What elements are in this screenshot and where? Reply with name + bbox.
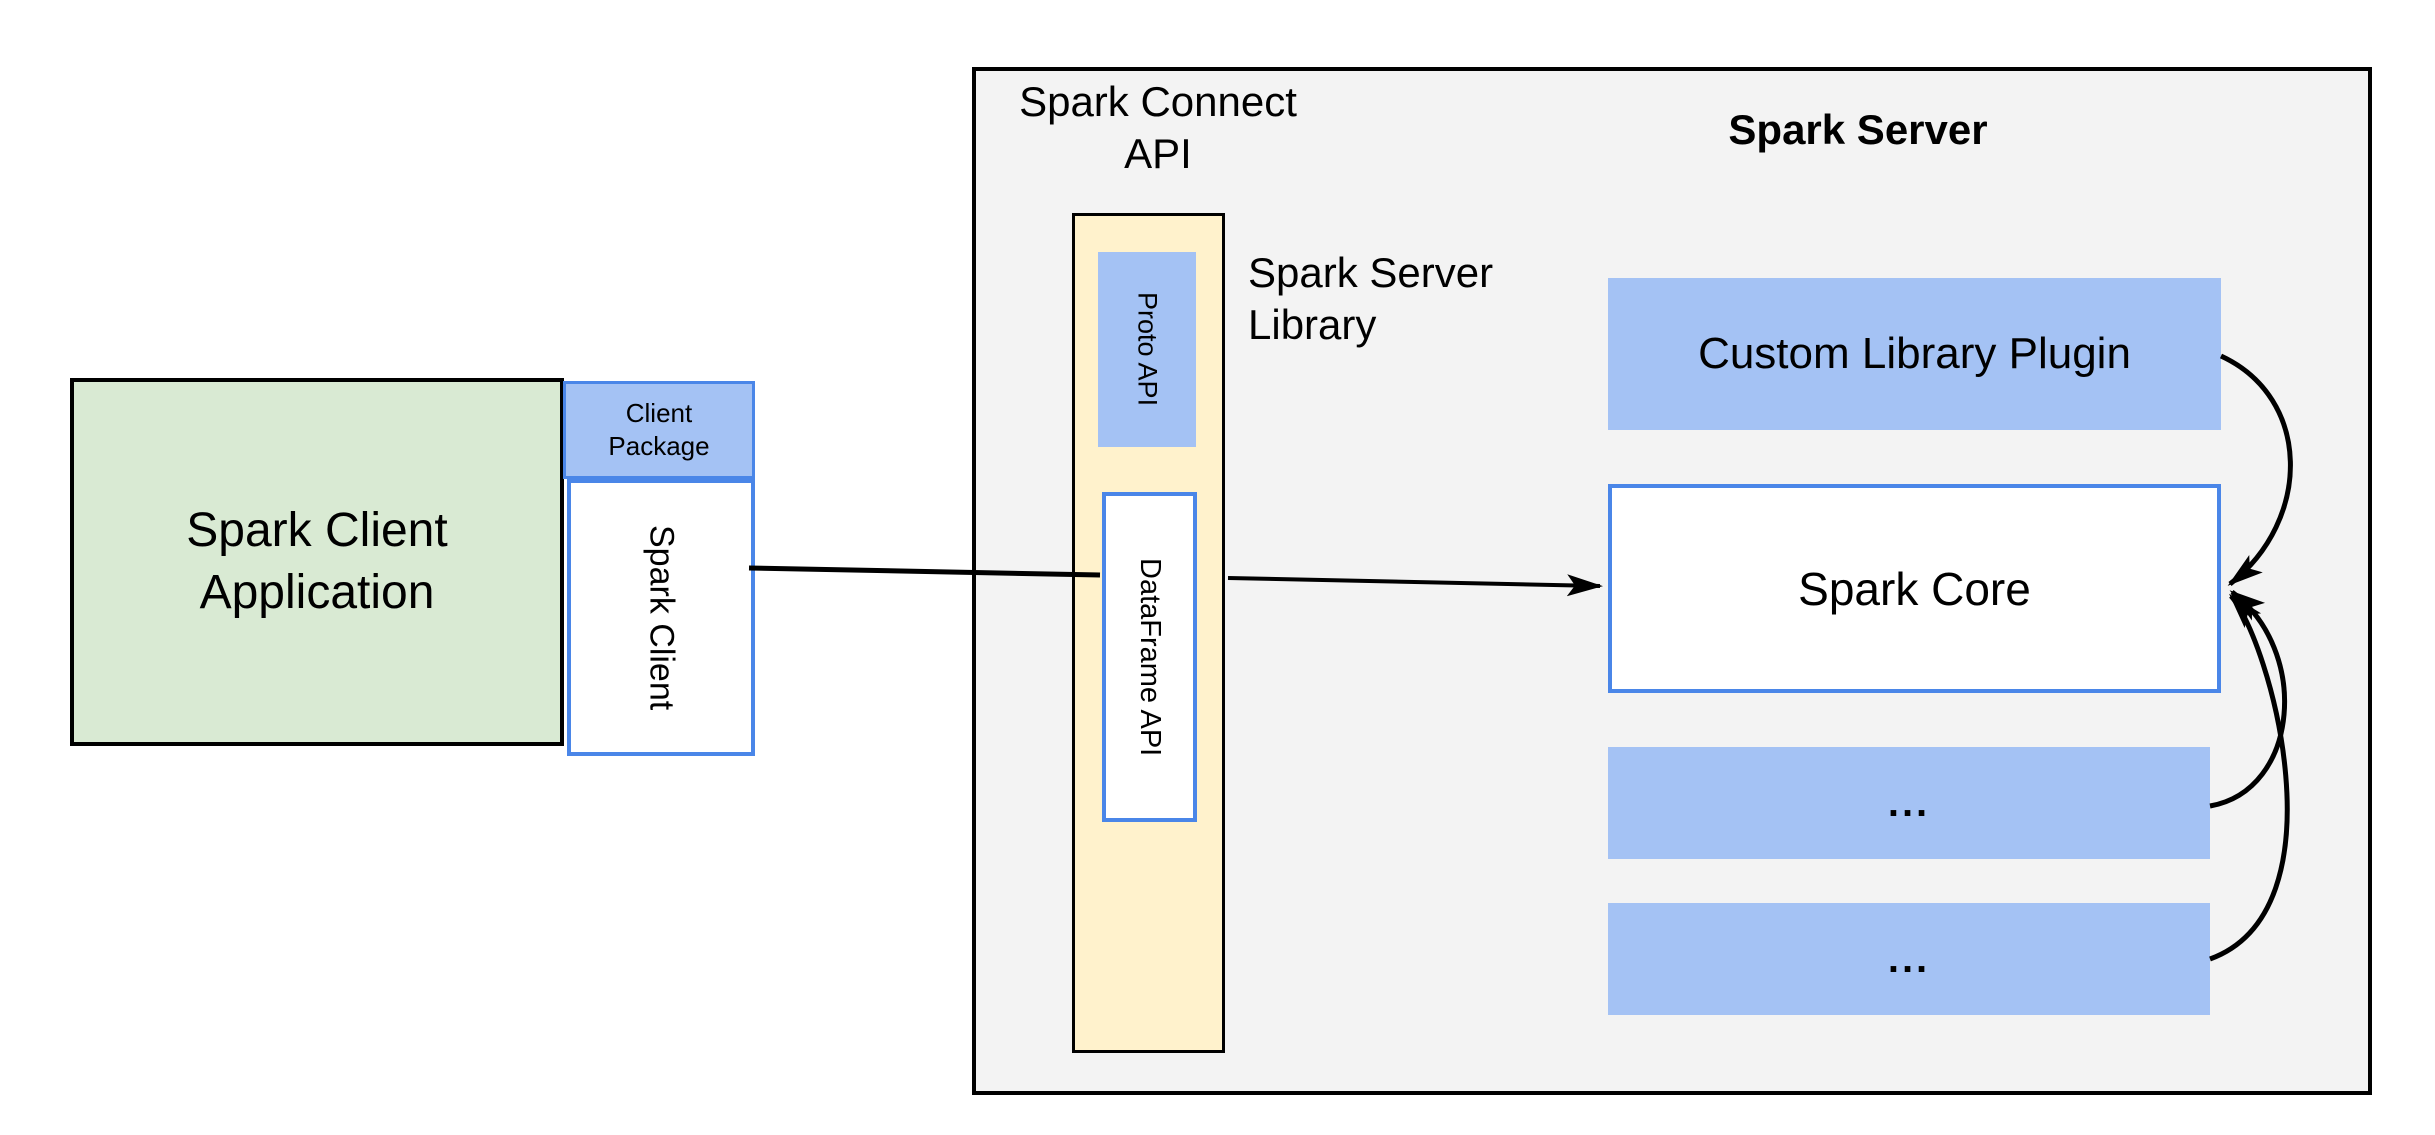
dataframe-api-box: DataFrame API (1102, 492, 1197, 822)
spark-client-label: Spark Client (642, 524, 681, 711)
plugin-placeholder-box-1: ... (1608, 747, 2210, 859)
spark-connect-api-label: Spark Connect API (1019, 78, 1297, 177)
client-package-label: Client Package (608, 398, 710, 461)
spark-core-box: Spark Core (1608, 484, 2221, 693)
custom-library-plugin-box: Custom Library Plugin (1608, 278, 2221, 430)
proto-api-label: Proto API (1132, 292, 1163, 407)
dataframe-api-label: DataFrame API (1134, 557, 1166, 757)
proto-api-box: Proto API (1098, 252, 1196, 447)
spark-client-application-label: Spark Client Application (186, 504, 448, 619)
spark-client-box: Spark Client (567, 479, 755, 756)
plugin-placeholder-box-2: ... (1608, 903, 2210, 1015)
plugin-placeholder-label-1: ... (1887, 780, 1931, 825)
spark-server-title: Spark Server (1728, 106, 1988, 153)
spark-client-application-box: Spark Client Application (70, 378, 564, 746)
spark-core-label: Spark Core (1798, 562, 2031, 615)
client-package-box: Client Package (563, 381, 755, 479)
custom-library-plugin-label: Custom Library Plugin (1698, 329, 2131, 378)
plugin-placeholder-label-2: ... (1887, 936, 1931, 981)
spark-server-library-label: Spark Server Library (1248, 249, 1494, 348)
